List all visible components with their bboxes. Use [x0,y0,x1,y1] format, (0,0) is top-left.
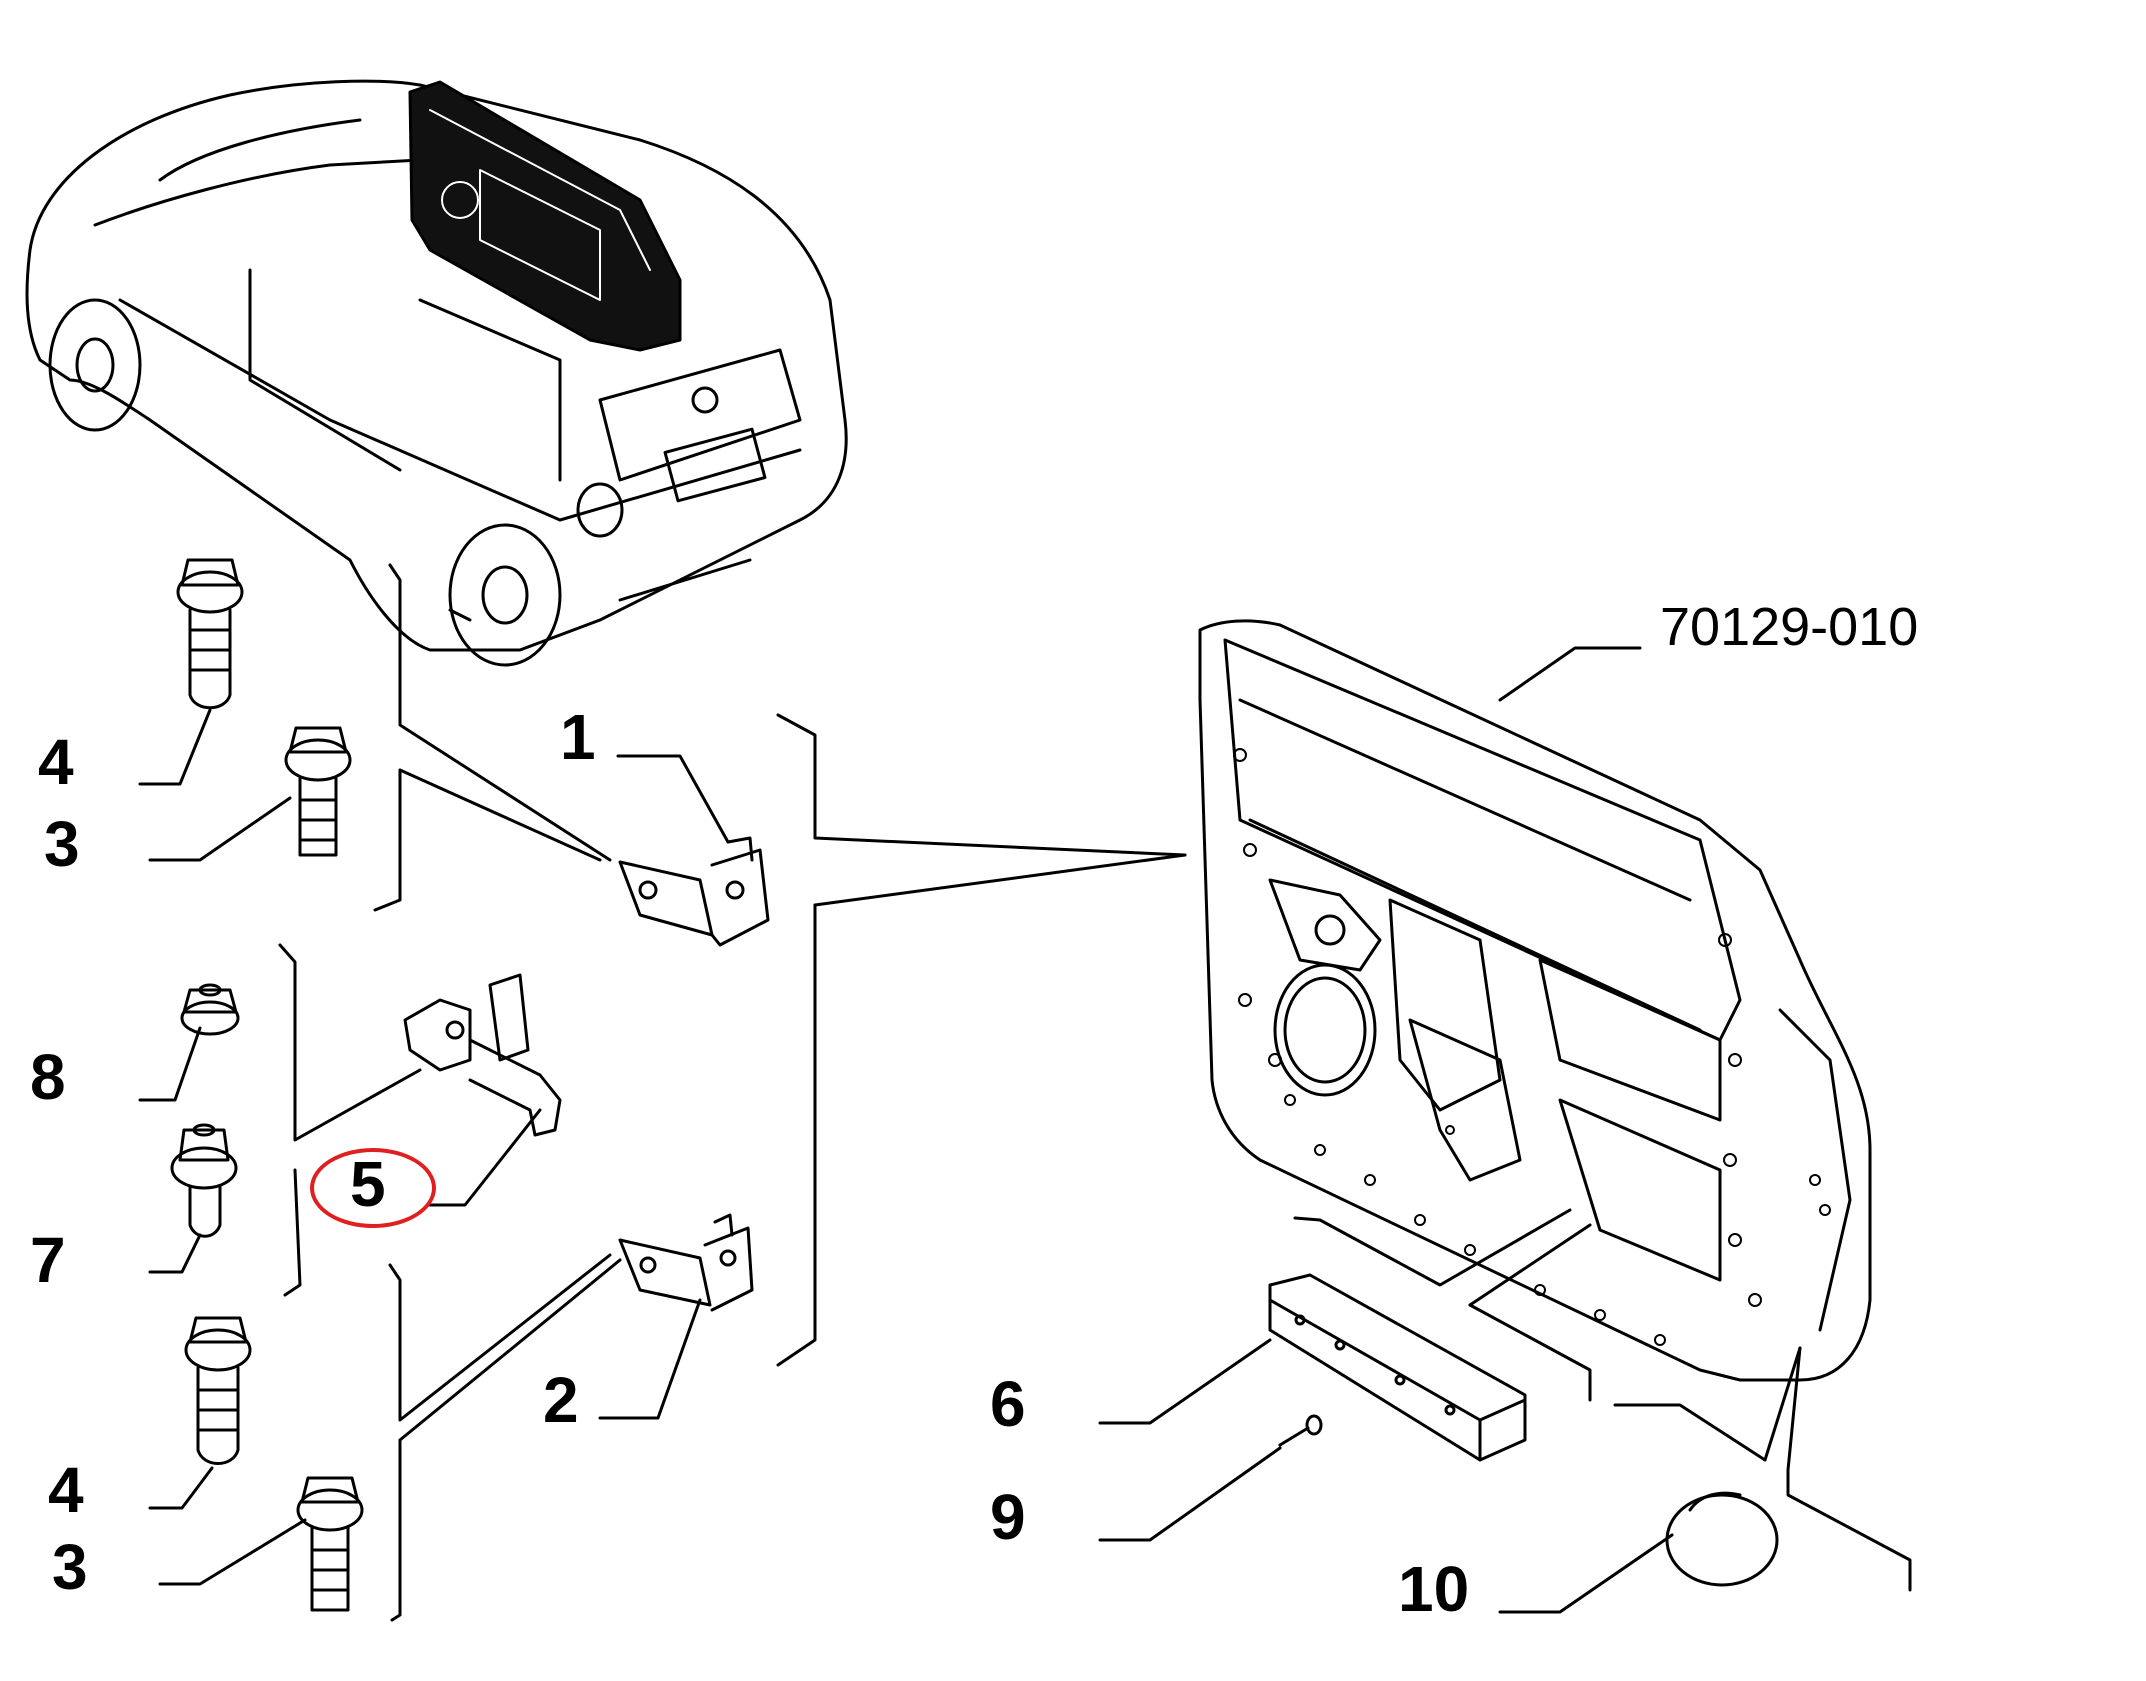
part-4-upper-bolt [176,558,244,710]
part-8-nut [180,983,240,1036]
part-6-stiffener [1268,1273,1527,1462]
part-3-lower-bolt [296,1476,364,1612]
part-5-highlight-circle [310,1148,436,1228]
part-label-7[interactable]: 7 [30,1224,66,1296]
part-label-5[interactable]: 5 [350,1148,386,1220]
car-illustration [25,79,848,667]
part-label-9[interactable]: 9 [990,1481,1026,1553]
part-3-upper-bolt [284,726,352,857]
part-10-bump-stop [1665,1491,1779,1587]
part-label-10[interactable]: 10 [1398,1553,1470,1625]
part-label-4-upper[interactable]: 4 [38,726,74,798]
part-1-upper-hinge [618,836,770,947]
part-5-check-strap [403,973,562,1137]
part-label-3-lower[interactable]: 3 [52,1531,88,1603]
part-4-lower-bolt [184,1316,252,1465]
part-9-screw [1278,1414,1323,1447]
part-2-lower-hinge [618,1213,754,1312]
part-label-8[interactable]: 8 [30,1041,66,1113]
reference-code-label: 70129-010 [1660,597,1919,657]
part-label-6[interactable]: 6 [990,1368,1026,1440]
part-label-2[interactable]: 2 [543,1364,579,1436]
part-label-4-lower[interactable]: 4 [48,1454,84,1526]
part-label-3-upper[interactable]: 3 [44,808,80,880]
door-shell-illustration [1198,619,1872,1382]
part-7-screw [170,1123,238,1238]
leader-lines [138,563,1912,1622]
part-label-1[interactable]: 1 [560,701,596,773]
